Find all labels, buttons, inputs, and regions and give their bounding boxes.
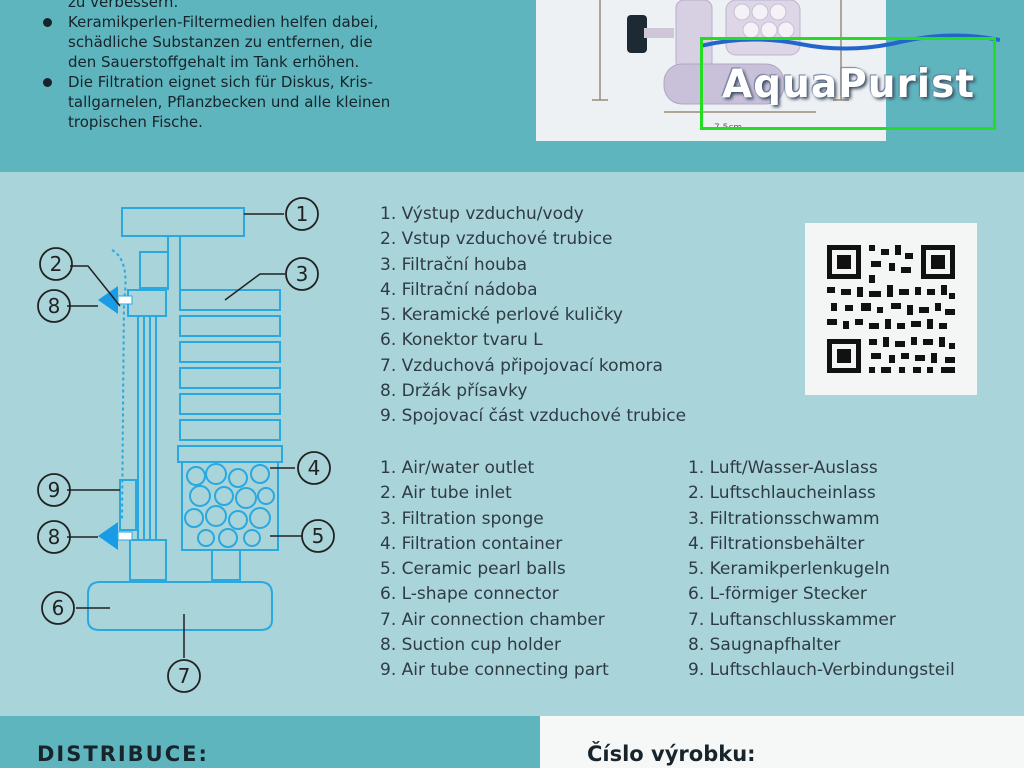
list-item: 5. Keramické perlové kuličky: [380, 305, 623, 326]
parts-list-english: 1. Air/water outlet 2. Air tube inlet 3.…: [380, 456, 609, 684]
list-item: 4. Filtrationsbehälter: [688, 533, 865, 554]
list-item: 3. Filtration sponge: [380, 508, 544, 529]
list-item: 1. Výstup vzduchu/vody: [380, 204, 584, 224]
list-item: 4. Filtration container: [380, 533, 563, 554]
parts-list-german: 1. Luft/Wasser-Auslass 2. Luftschlauchei…: [688, 456, 955, 684]
list-item: 3. Filtrační houba: [380, 254, 528, 275]
bullet-icon: [43, 18, 52, 27]
list-item: 1. Air/water outlet: [380, 458, 535, 478]
callout-8-bottom: 8: [48, 525, 61, 549]
suction-cup-icon: [98, 522, 118, 550]
list-item: 5. Ceramic pearl balls: [380, 559, 566, 580]
list-item: 6. L-förmiger Stecker: [688, 584, 867, 605]
product-number-band: [540, 716, 1024, 768]
callout-2: 2: [50, 252, 63, 276]
callout-3: 3: [296, 262, 309, 286]
brand-logo: AquaPurist: [722, 62, 975, 107]
callout-5: 5: [312, 524, 325, 548]
bullet-icon: [43, 78, 52, 87]
list-item: 5. Keramikperlenkugeln: [688, 559, 890, 580]
list-item: 9. Spojovací část vzduchové trubice: [380, 406, 687, 427]
list-item: 9. Air tube connecting part: [380, 660, 609, 681]
list-item: 3. Filtrationsschwamm: [688, 508, 880, 529]
feature-bullet-ceramic: Keramikperlen-Filtermedien helfen dabei,…: [40, 12, 460, 72]
callout-9: 9: [48, 478, 61, 502]
distribution-heading: DISTRIBUCE:: [37, 742, 209, 766]
list-item: 8. Saugnapfhalter: [688, 635, 841, 656]
product-number-heading: Číslo výrobku:: [587, 742, 756, 766]
list-item: 7. Luftanschlusskammer: [688, 609, 896, 630]
logo-frame: [700, 37, 996, 130]
list-item: 7. Air connection chamber: [380, 609, 605, 630]
parts-list-czech: 1. Výstup vzduchu/vody 2. Vstup vzduchov…: [380, 202, 686, 430]
german-feature-text: zu verbessern. Keramikperlen-Filtermedie…: [40, 0, 460, 132]
list-item: 6. L-shape connector: [380, 584, 559, 605]
callout-1: 1: [296, 202, 309, 226]
list-item: 7. Vzduchová připojovací komora: [380, 355, 663, 376]
feature-bullet-suitability: Die Filtration eignet sich für Diskus, K…: [40, 72, 460, 132]
list-item: 2. Air tube inlet: [380, 483, 512, 504]
qr-code: [805, 223, 977, 395]
partial-line: zu verbessern.: [68, 0, 179, 11]
filter-diagram: 1 2 3 4 5 6 7 8 9 8: [20, 190, 350, 700]
distribution-band: [0, 716, 540, 768]
callout-6: 6: [52, 596, 65, 620]
list-item: 6. Konektor tvaru L: [380, 330, 543, 351]
list-item: 8. Držák přísavky: [380, 381, 528, 402]
callout-8-top: 8: [48, 294, 61, 318]
list-item: 4. Filtrační nádoba: [380, 279, 538, 300]
list-item: 1. Luft/Wasser-Auslass: [688, 458, 878, 478]
list-item: 8. Suction cup holder: [380, 635, 561, 656]
suction-cup-icon: [98, 286, 118, 314]
list-item: 9. Luftschlauch-Verbindungsteil: [688, 660, 955, 681]
callout-7: 7: [178, 664, 191, 688]
list-item: 2. Vstup vzduchové trubice: [380, 229, 613, 250]
callout-4: 4: [308, 456, 321, 480]
list-item: 2. Luftschlaucheinlass: [688, 483, 876, 504]
